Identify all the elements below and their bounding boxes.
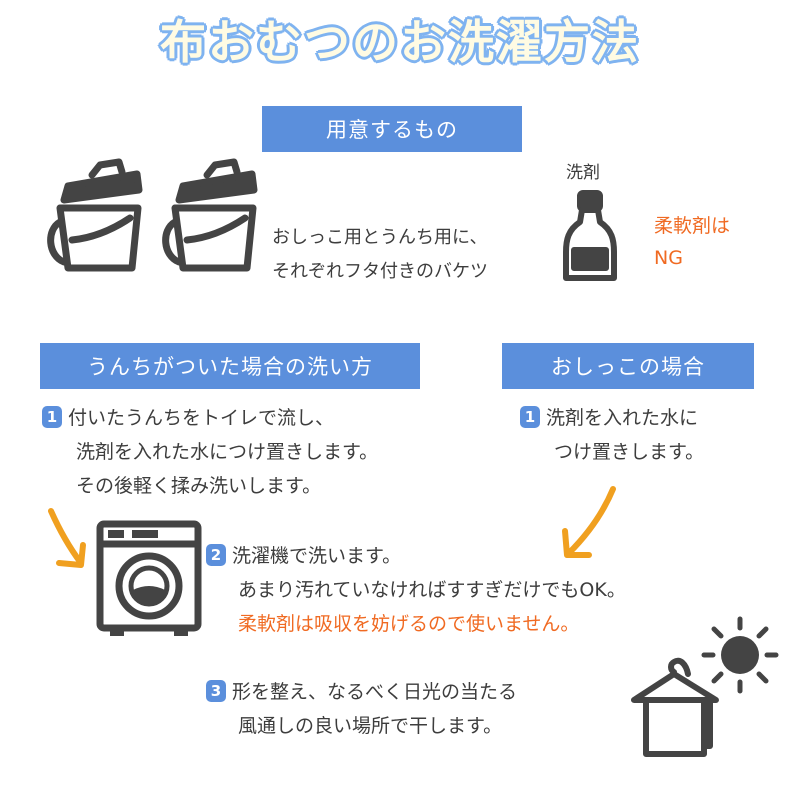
step2-warning: 柔軟剤は吸収を妨げるので使いません。 xyxy=(238,613,580,635)
hanger-towel-icon xyxy=(631,657,719,757)
step-3: 3 形を整え、なるべく日光の当たる 風通しの良い場所で干します。 xyxy=(206,675,517,743)
pee-header: おしっこの場合 xyxy=(502,343,754,389)
poop-header: うんちがついた場合の洗い方 xyxy=(40,343,420,389)
poop-step1-line-2: 洗剤を入れた水につけ置きします。 xyxy=(76,441,379,463)
bucket-icon xyxy=(162,158,258,272)
page-title: 布おむつのお洗濯方法 xyxy=(160,15,640,69)
washing-machine-icon xyxy=(96,520,202,636)
step-2: 2 洗濯機で洗います。 あまり汚れていなければすすぎだけでもOK。 柔軟剤は吸収を… xyxy=(206,539,626,641)
softener-note-line-1: 柔軟剤は xyxy=(654,215,731,237)
step-number-badge: 1 xyxy=(42,406,62,428)
arrow-icon xyxy=(48,508,86,568)
step2-line-2: あまり汚れていなければすすぎだけでもOK。 xyxy=(238,579,626,601)
detergent-bottle-icon xyxy=(563,190,617,281)
detergent-label: 洗剤 xyxy=(566,163,600,183)
prep-header: 用意するもの xyxy=(262,106,522,152)
step-number-badge: 3 xyxy=(206,680,226,702)
sun-icon xyxy=(701,616,779,694)
softener-ng-note: 柔軟剤は NG xyxy=(654,210,730,274)
step3-line-2: 風通しの良い場所で干します。 xyxy=(238,715,503,737)
step2-line-1: 洗濯機で洗います。 xyxy=(232,545,402,567)
bucket-text: おしっこ用とうんち用に、 それぞれフタ付きのバケツ xyxy=(272,221,488,289)
poop-step1-line-3: その後軽く揉み洗いします。 xyxy=(76,475,322,497)
step3-line-1: 形を整え、なるべく日光の当たる xyxy=(232,681,518,703)
pee-step1-line-1: 洗剤を入れた水に xyxy=(546,407,699,429)
poop-header-label: うんちがついた場合の洗い方 xyxy=(87,355,373,379)
pee-header-label: おしっこの場合 xyxy=(551,355,705,379)
prep-header-label: 用意するもの xyxy=(326,118,458,142)
poop-step-1: 1 付いたうんちをトイレで流し、 洗剤を入れた水につけ置きします。 その後軽く揉み… xyxy=(42,401,378,503)
bucket-text-line-2: それぞれフタ付きのバケツ xyxy=(272,261,488,282)
bucket-text-line-1: おしっこ用とうんち用に、 xyxy=(272,227,488,248)
arrow-icon xyxy=(562,486,616,558)
step-number-badge: 2 xyxy=(206,544,226,566)
step-number-badge: 1 xyxy=(520,406,540,428)
poop-step1-line-1: 付いたうんちをトイレで流し、 xyxy=(68,407,335,429)
pee-step-1: 1 洗剤を入れた水に つけ置きします。 xyxy=(520,401,704,469)
softener-note-line-2: NG xyxy=(654,247,683,269)
bucket-icon xyxy=(47,158,143,272)
pee-step1-line-2: つけ置きします。 xyxy=(554,441,705,463)
